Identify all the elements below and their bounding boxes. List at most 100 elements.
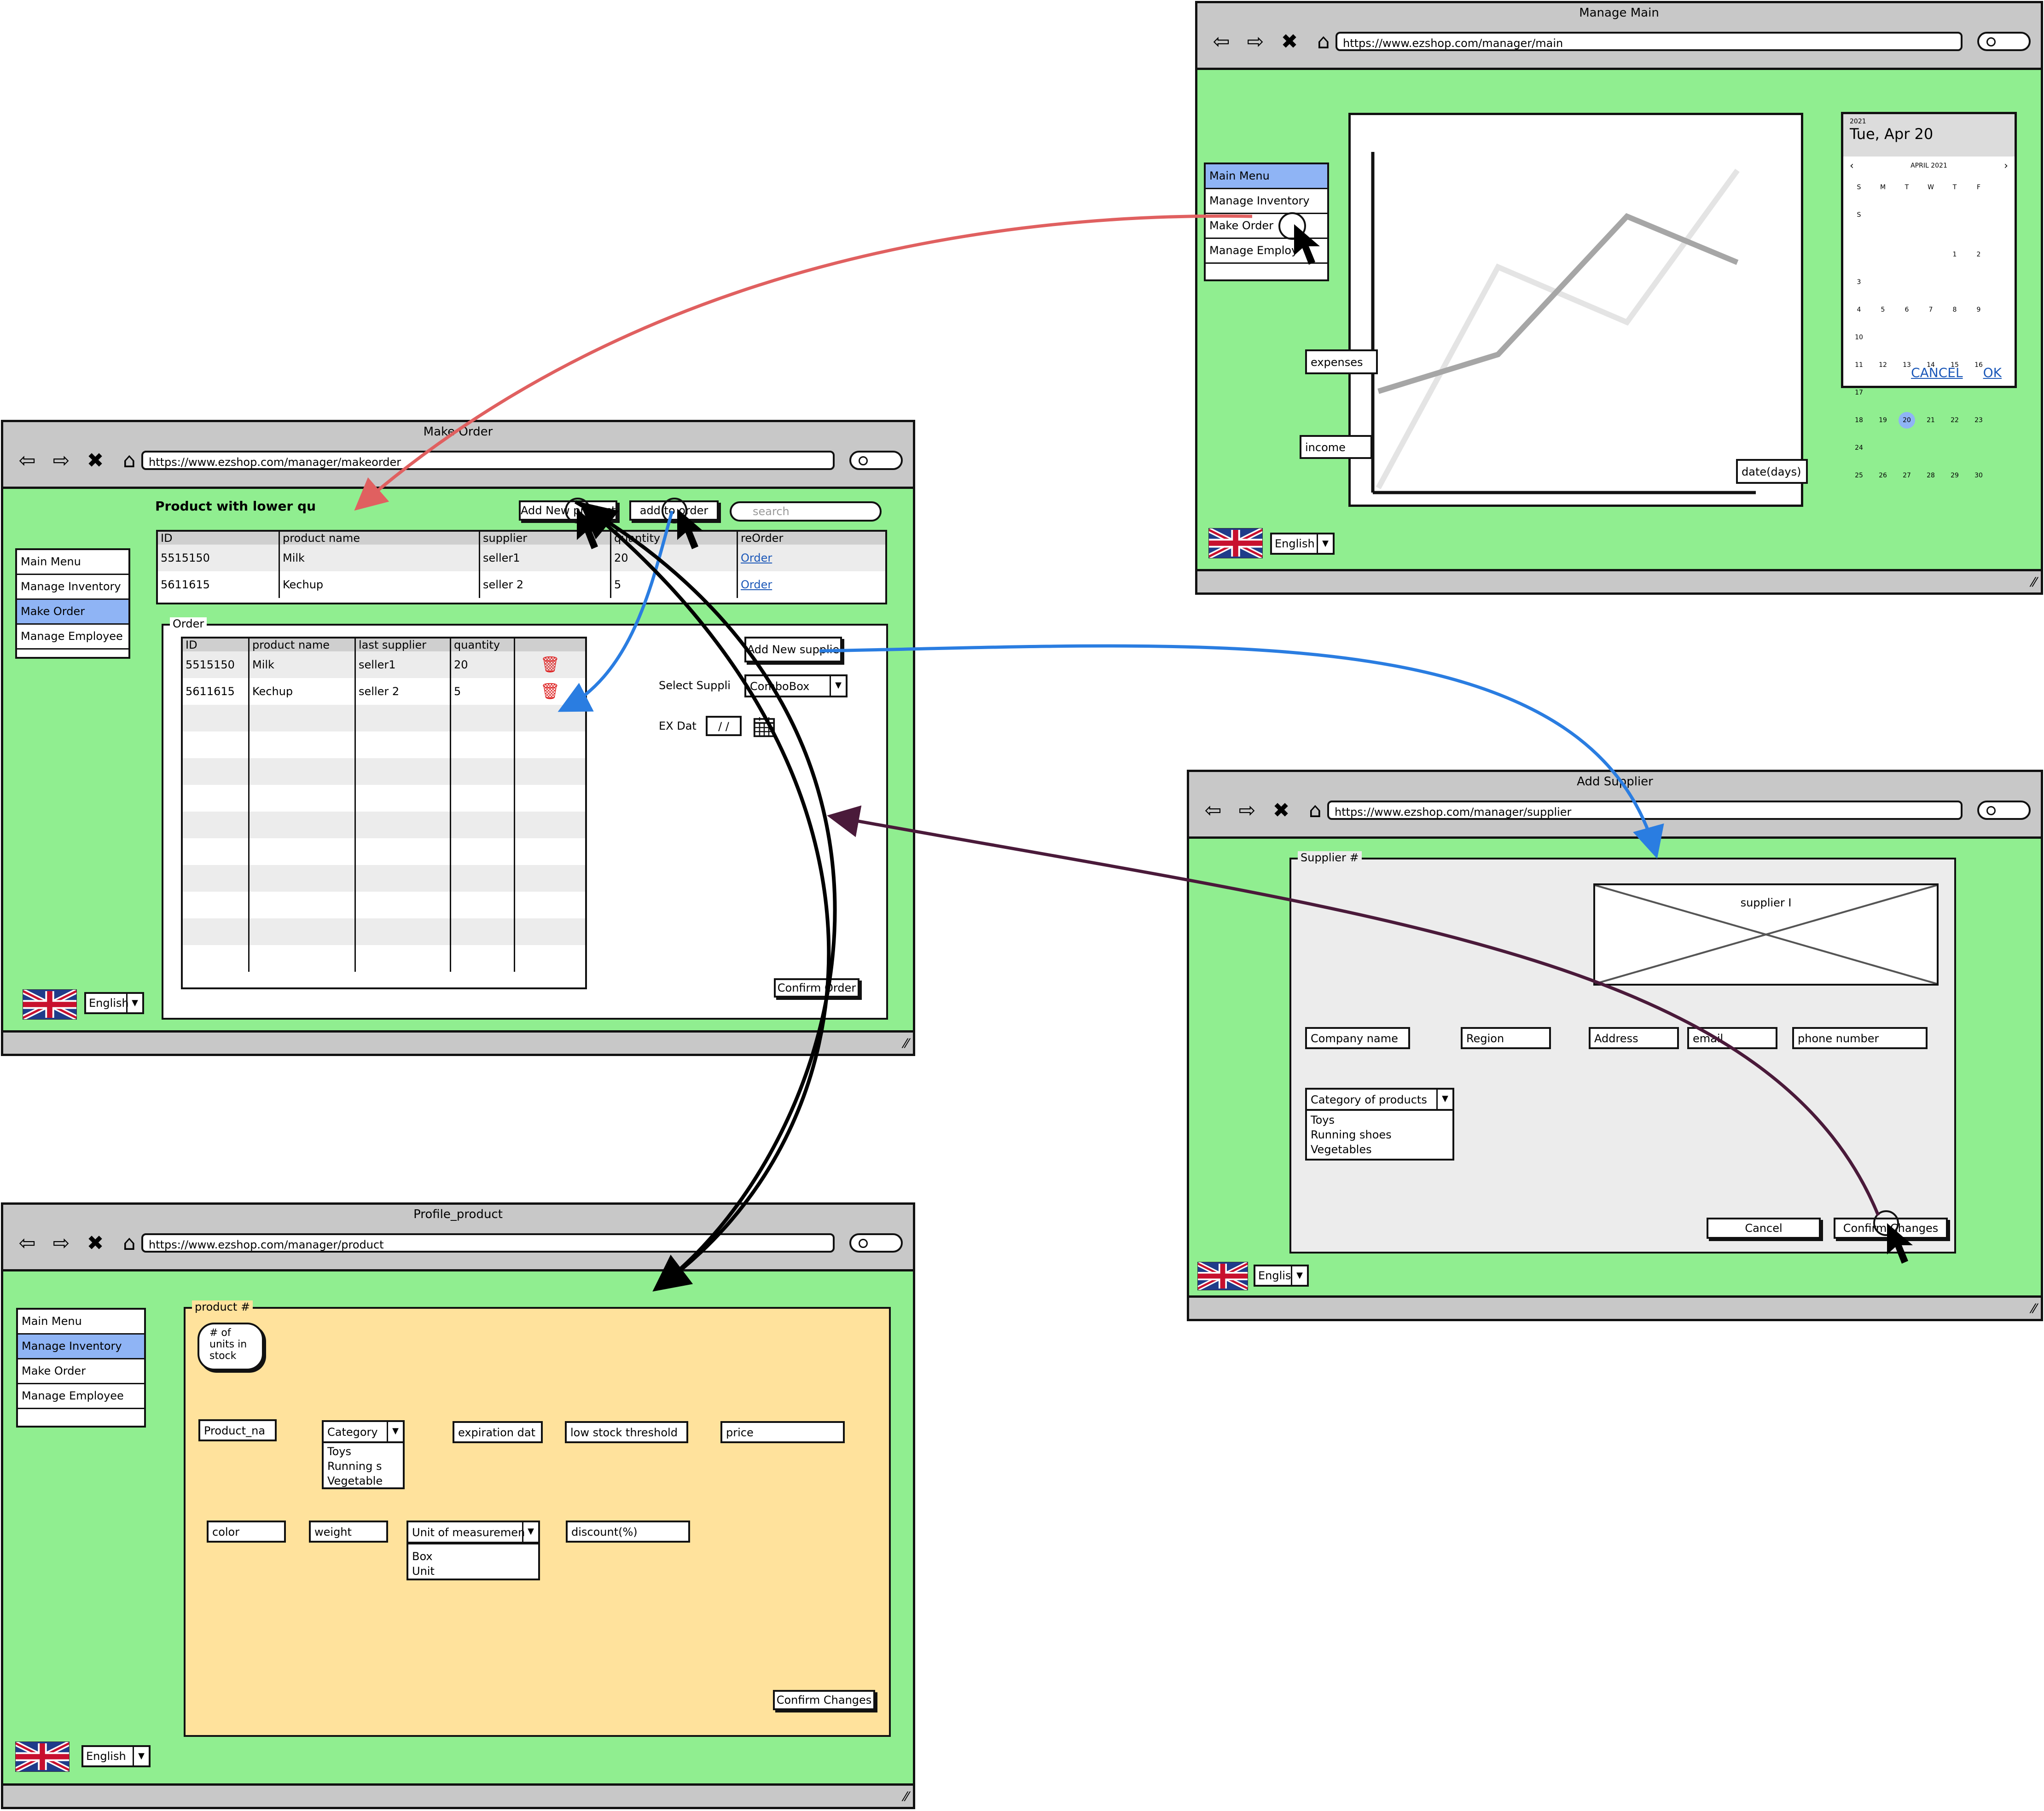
list-item[interactable]: Box [412,1550,433,1563]
menu-item-manage-employee[interactable]: Manage Employee [17,625,128,650]
list-item[interactable]: Running shoes [1311,1128,1392,1141]
home-icon[interactable]: ⌂ [1317,29,1330,53]
calendar-day[interactable]: 3 [1857,279,1861,286]
calendar-day[interactable]: 29 [1951,472,1959,479]
calendar-day[interactable]: 19 [1879,417,1887,424]
calendar-day[interactable]: 6 [1905,306,1909,313]
menu-item-main-menu[interactable]: Main Menu [18,1310,144,1335]
calendar-day[interactable] [1871,229,1895,256]
url-bar[interactable]: https://www.ezshop.com/manager/supplier [1327,801,1963,820]
calendar-day[interactable]: 9 [1976,306,1981,313]
calendar-day[interactable]: 5 [1881,306,1885,313]
menu-item-main-menu[interactable]: Main Menu [1206,164,1327,189]
calendar-day[interactable]: 16 [1974,361,1983,369]
calendar-day[interactable]: 25 [1855,472,1863,479]
calendar-day[interactable]: 17 [1855,389,1863,396]
prev-month-icon[interactable]: ‹ [1850,160,1854,172]
list-item[interactable]: Toys [327,1445,351,1458]
calendar-day[interactable] [1895,229,1919,256]
search-input[interactable]: search [730,501,882,522]
calendar-day[interactable]: 26 [1879,472,1887,479]
back-icon[interactable]: ⇦ [1213,29,1230,53]
resize-grip-icon[interactable]: ⁄⁄ [904,1789,908,1804]
calendar-day[interactable]: 24 [1855,444,1863,452]
category-select[interactable]: Category ▼ [322,1420,405,1443]
list-item[interactable]: Vegetable [327,1474,383,1487]
next-month-icon[interactable]: › [2004,160,2008,172]
close-icon[interactable]: ✖ [87,1231,104,1255]
calendar-day[interactable]: 21 [1927,417,1935,424]
calendar-day[interactable]: 11 [1855,361,1863,369]
calendar-day[interactable]: 7 [1928,306,1933,313]
resize-grip-icon[interactable]: ⁄⁄ [904,1036,908,1051]
forward-icon[interactable]: ⇨ [1238,798,1256,822]
calendar-day[interactable]: 27 [1903,472,1911,479]
calendar-day[interactable]: 23 [1974,417,1983,424]
region-field[interactable]: Region [1461,1027,1551,1049]
calendar-day[interactable]: 18 [1855,417,1863,424]
low-stock-threshold-field[interactable]: low stock threshold [565,1421,688,1443]
calendar-day[interactable]: 10 [1855,334,1863,341]
calendar-day[interactable]: 20 [1899,412,1915,429]
calendar-day[interactable]: 8 [1952,306,1957,313]
menu-item-make-order[interactable]: Make Order [17,600,128,625]
color-field[interactable]: color [207,1521,286,1543]
discount-field[interactable]: discount(%) [566,1521,690,1543]
url-bar[interactable]: https://www.ezshop.com/manager/product [141,1233,835,1253]
address-field[interactable]: Address [1589,1027,1679,1049]
calendar-icon[interactable] [753,715,776,738]
home-icon[interactable]: ⌂ [123,448,136,472]
close-icon[interactable]: ✖ [87,448,104,472]
calendar-day[interactable]: 30 [1974,472,1983,479]
home-icon[interactable]: ⌂ [1309,798,1322,822]
url-bar[interactable]: https://www.ezshop.com/manager/makeorder [141,451,835,470]
list-item[interactable]: Toys [1311,1114,1335,1126]
trash-icon[interactable]: 🗑 [540,682,560,701]
list-item[interactable]: Unit [412,1565,435,1578]
back-icon[interactable]: ⇦ [1204,798,1222,822]
add-new-supplier-button[interactable]: Add New supplie [744,637,842,662]
calendar-day[interactable] [1847,489,1871,517]
unit-of-measurement-select[interactable]: Unit of measuremen ▼ [406,1521,540,1544]
order-link[interactable]: Order [741,551,772,564]
category-select[interactable]: Category of products ▼ [1305,1088,1454,1111]
calendar-day[interactable] [1847,229,1871,256]
forward-icon[interactable]: ⇨ [1247,29,1264,53]
product-name-field[interactable]: Product_na [198,1419,277,1441]
calendar-day[interactable]: 13 [1903,361,1911,369]
order-link[interactable]: Order [741,578,772,591]
email-field[interactable]: email [1687,1027,1777,1049]
menu-item-manage-inventory[interactable]: Manage Inventory [1206,189,1327,214]
ok-button[interactable]: OK [1983,365,2002,380]
supplier-combobox[interactable]: ComboBox ▼ [744,674,848,697]
confirm-changes-button[interactable]: Confirm Changes [773,1690,875,1710]
language-select[interactable]: English ▼ [84,992,144,1014]
search-icon[interactable] [849,1233,903,1253]
list-item[interactable]: Running s [327,1460,382,1473]
close-icon[interactable]: ✖ [1272,798,1290,822]
menu-item-make-order[interactable]: Make Order [18,1359,144,1384]
back-icon[interactable]: ⇦ [18,448,36,472]
calendar-day[interactable]: 2 [1976,251,1981,258]
forward-icon[interactable]: ⇨ [52,448,70,472]
calendar-day[interactable] [1919,229,1943,256]
calendar-day[interactable]: 4 [1857,306,1861,313]
forward-icon[interactable]: ⇨ [52,1231,70,1255]
menu-item-manage-employee[interactable]: Manage Employee [18,1384,144,1409]
calendar-day[interactable]: 22 [1951,417,1959,424]
expiration-date-field[interactable]: expiration dat [453,1421,543,1443]
close-icon[interactable]: ✖ [1281,29,1298,53]
phone-number-field[interactable]: phone number [1792,1027,1928,1049]
confirm-order-button[interactable]: Confirm Order [774,978,859,998]
trash-icon[interactable]: 🗑 [540,656,560,674]
list-item[interactable]: Vegetables [1311,1143,1372,1156]
home-icon[interactable]: ⌂ [123,1231,136,1255]
resize-grip-icon[interactable]: ⁄⁄ [2032,1301,2036,1316]
company-name-field[interactable]: Company name [1305,1027,1410,1049]
price-field[interactable]: price [720,1421,845,1443]
menu-item-manage-inventory[interactable]: Manage Inventory [18,1335,144,1359]
menu-item-main-menu[interactable]: Main Menu [17,550,128,575]
ex-date-input[interactable]: / / [706,716,742,736]
cancel-button[interactable]: Cancel [1707,1218,1821,1239]
menu-item-manage-inventory[interactable]: Manage Inventory [17,575,128,600]
